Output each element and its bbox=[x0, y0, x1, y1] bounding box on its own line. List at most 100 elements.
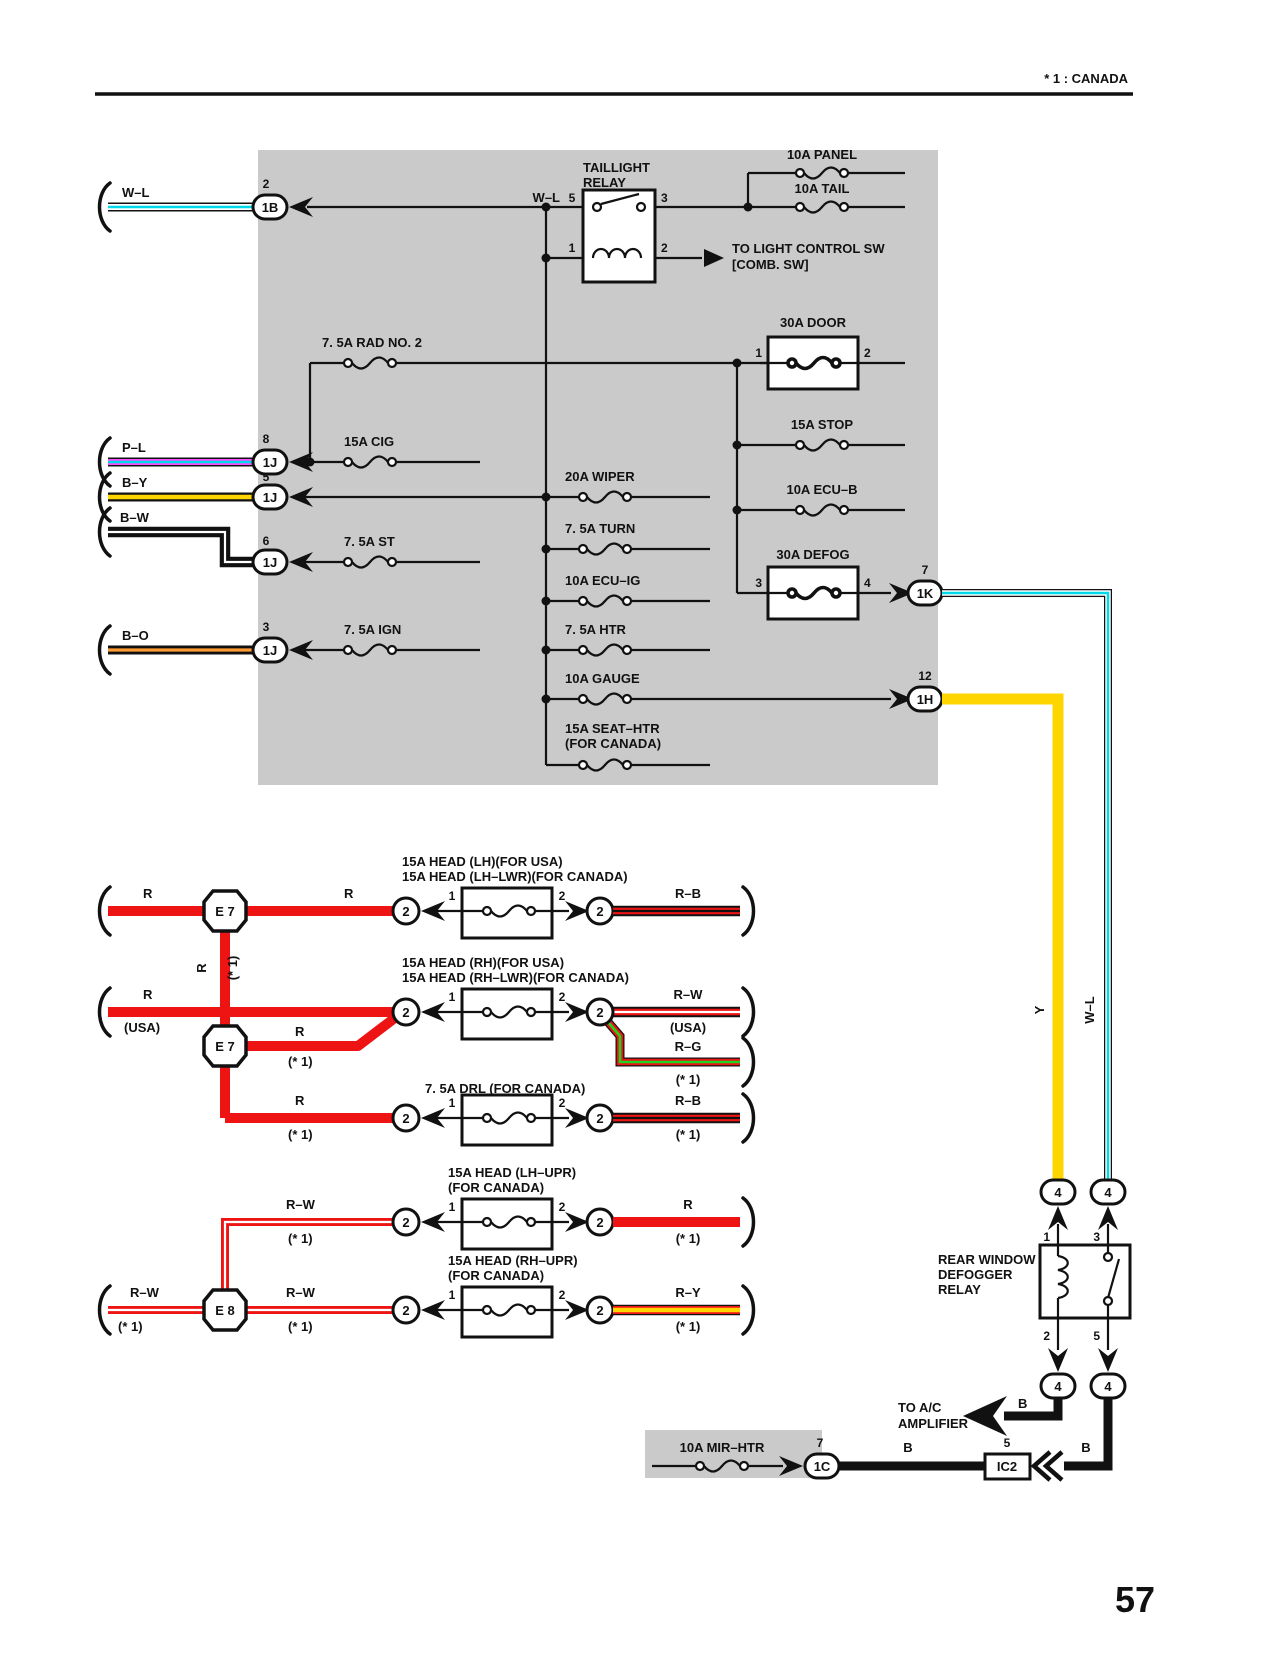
wire-r-g-branch bbox=[604, 1019, 740, 1067]
connector-1j5-label: 1J bbox=[263, 490, 277, 505]
arrow-rhu-out bbox=[565, 1300, 589, 1320]
right-bracket bbox=[741, 1036, 756, 1088]
wire-label-b: B bbox=[1081, 1440, 1090, 1455]
to-light-control-2: [COMB. SW] bbox=[732, 257, 809, 272]
wire-label-by: B–Y bbox=[122, 475, 148, 490]
wire-label-r: R bbox=[344, 886, 354, 901]
left-bracket bbox=[97, 986, 112, 1038]
fuse-label-turn: 7. 5A TURN bbox=[565, 521, 635, 536]
wire-label-rw: R–W bbox=[286, 1197, 316, 1212]
wire-label-star1-rot: (* 1) bbox=[225, 956, 240, 981]
fuse-label-seat-2: (FOR CANADA) bbox=[565, 736, 661, 751]
fuse-label-defog: 30A DEFOG bbox=[776, 547, 849, 562]
right-bracket bbox=[741, 1284, 756, 1336]
connector-2-label: 2 bbox=[596, 1111, 603, 1126]
connector-1j6-pin: 6 bbox=[263, 534, 270, 548]
wire-y-long bbox=[942, 693, 1064, 1180]
connector-1k-pin: 7 bbox=[922, 563, 929, 577]
arrow-1j3 bbox=[289, 640, 313, 660]
connector-1h-label: 1H bbox=[917, 692, 934, 707]
fuse-label-htr: 7. 5A HTR bbox=[565, 622, 627, 637]
connector-1c-label: 1C bbox=[814, 1459, 831, 1474]
connector-e7-label: E 7 bbox=[215, 1039, 235, 1054]
wire-label-star1: (* 1) bbox=[118, 1319, 143, 1334]
right-bracket bbox=[741, 885, 756, 937]
wire-label-wl: W–L bbox=[122, 185, 150, 200]
defog-relay-pin-2: 2 bbox=[1043, 1329, 1050, 1343]
fuse-label-door: 30A DOOR bbox=[780, 315, 847, 330]
connector-2-label: 2 bbox=[596, 1215, 603, 1230]
right-bracket bbox=[741, 986, 756, 1038]
arrow-head-rh-out bbox=[565, 1002, 589, 1022]
connector-1j-3 bbox=[251, 636, 289, 664]
arrow-1j6 bbox=[289, 552, 313, 572]
wire-r-star1-branch bbox=[225, 1010, 404, 1051]
fuse-label-head-rh-2: 15A HEAD (RH–LWR)(FOR CANADA) bbox=[402, 970, 629, 985]
head-pin-1: 1 bbox=[449, 1096, 456, 1110]
fuse-label-gauge: 10A GAUGE bbox=[565, 671, 640, 686]
fuse-label-lhu-1: 15A HEAD (LH–UPR) bbox=[448, 1165, 576, 1180]
wire-label-bo: B–O bbox=[122, 628, 149, 643]
defog-relay-pin-1: 1 bbox=[1043, 1230, 1050, 1244]
wire-w-l-long bbox=[942, 589, 1112, 1180]
fuse-label-ecuig: 10A ECU–IG bbox=[565, 573, 640, 588]
fuse-label-st: 7. 5A ST bbox=[344, 534, 395, 549]
left-bracket bbox=[97, 471, 112, 523]
fuse-label-rhu-1: 15A HEAD (RH–UPR) bbox=[448, 1253, 578, 1268]
arrow-up-coil bbox=[1048, 1206, 1068, 1230]
fuse-label-rhu-2: (FOR CANADA) bbox=[448, 1268, 544, 1283]
arrow-head-lh-in bbox=[421, 901, 445, 921]
defog-pin-3: 3 bbox=[755, 576, 762, 590]
connector-1j-5 bbox=[251, 483, 289, 511]
defog-pin-4: 4 bbox=[864, 576, 871, 590]
to-ac-label-2: AMPLIFIER bbox=[898, 1416, 969, 1431]
double-chevron-ic2 bbox=[1030, 1450, 1064, 1482]
fuse-label-stop: 15A STOP bbox=[791, 417, 853, 432]
wire-label-star1: (* 1) bbox=[676, 1319, 701, 1334]
wire-label-star1: (* 1) bbox=[676, 1231, 701, 1246]
relay-pin-5: 5 bbox=[569, 191, 576, 205]
door-pin-1: 1 bbox=[755, 346, 762, 360]
wire-label-pl: P–L bbox=[122, 440, 146, 455]
connector-4-label: 4 bbox=[1054, 1185, 1062, 1200]
fuse-label-panel: 10A PANEL bbox=[787, 147, 857, 162]
wire-label-r: R bbox=[143, 987, 153, 1002]
connector-1j-8 bbox=[251, 448, 289, 476]
connector-2-label: 2 bbox=[402, 1303, 409, 1318]
arrow-1j8 bbox=[289, 452, 313, 472]
connector-e8-label: E 8 bbox=[215, 1303, 235, 1318]
left-bracket bbox=[97, 885, 112, 937]
connector-1j-6 bbox=[251, 548, 289, 576]
arrow-down-switch bbox=[1098, 1348, 1118, 1372]
connector-2-label: 2 bbox=[596, 1005, 603, 1020]
wire-label-rw: R–W bbox=[130, 1285, 160, 1300]
wire-label-r-rot: R bbox=[194, 963, 209, 973]
head-pin-1: 1 bbox=[449, 889, 456, 903]
relay-label-2: RELAY bbox=[583, 175, 626, 190]
connector-2 bbox=[585, 997, 615, 1027]
fuse-label-head-rh-1: 15A HEAD (RH)(FOR USA) bbox=[402, 955, 564, 970]
connector-4-label: 4 bbox=[1054, 1379, 1062, 1394]
wire-label-b: B bbox=[903, 1440, 912, 1455]
connector-e7-2 bbox=[202, 1024, 248, 1068]
head-pin-2: 2 bbox=[559, 1200, 566, 1214]
connector-1j5-pin: 5 bbox=[263, 470, 270, 484]
connector-ic2-label: IC2 bbox=[997, 1459, 1017, 1474]
wire-label-bw: B–W bbox=[120, 510, 150, 525]
connector-1j8-pin: 8 bbox=[263, 432, 270, 446]
to-light-control-1: TO LIGHT CONTROL SW bbox=[732, 241, 885, 256]
wire-label-star1: (* 1) bbox=[676, 1127, 701, 1142]
arrow-1b bbox=[289, 197, 313, 217]
head-pin-2: 2 bbox=[559, 1096, 566, 1110]
connector-1j3-label: 1J bbox=[263, 643, 277, 658]
to-ac-label-1: TO A/C bbox=[898, 1400, 942, 1415]
fuse-label-head-lh-2: 15A HEAD (LH–LWR)(FOR CANADA) bbox=[402, 869, 628, 884]
wire-label-rw: R–W bbox=[286, 1285, 316, 1300]
connector-1j6-label: 1J bbox=[263, 555, 277, 570]
wire-label-star1: (* 1) bbox=[288, 1127, 313, 1142]
connector-1k-label: 1K bbox=[917, 586, 934, 601]
wire-label-star1: (* 1) bbox=[288, 1054, 313, 1069]
connector-ic2-pin: 5 bbox=[1004, 1436, 1011, 1450]
